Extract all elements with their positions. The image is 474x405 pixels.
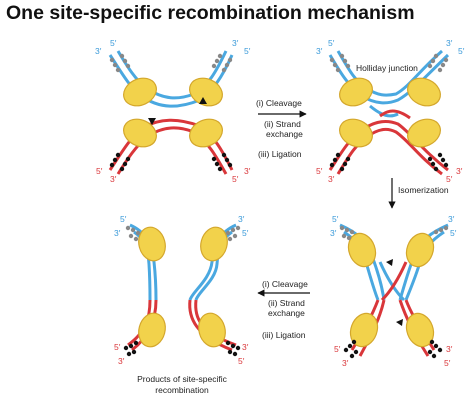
red-end-beads [343,339,443,359]
cleavage-site-marker [148,118,156,125]
blue-end-beads [125,225,241,242]
end-label-3prime: 3′ [110,174,117,184]
holliday-junction-label: Holliday junction [356,63,418,73]
end-label-5prime: 5′ [334,344,341,354]
recombinase-protein [407,118,441,148]
dna-strand-red [379,109,411,120]
end-label-5prime: 5′ [242,228,249,238]
dna-strand-blue [116,50,228,100]
panel-substrates: 3′ 5′ 3′ 5′ 5′ 3′ 5′ 3′ [95,38,251,184]
recombinase-protein [349,312,379,348]
end-label-3prime: 3′ [244,166,251,176]
end-label-5prime: 5′ [96,166,103,176]
end-label-3prime: 3′ [114,228,121,238]
figure-title: One site-specific recombination mechanis… [6,2,415,24]
recombinase-protein [138,312,166,348]
panel-holliday-junction: Holliday junction 3′ 5′ 3′ 5′ 5′ 3′ [316,38,465,184]
end-label-3prime: 3′ [232,38,239,48]
isomerization-arrow: Isomerization [388,178,449,209]
end-label-3prime: 3′ [446,344,453,354]
blue-end-beads [339,225,449,241]
products-caption-line2: recombination [155,385,209,395]
recombinase-protein [198,312,226,348]
cleavage-site-marker [386,259,393,266]
end-label-3prime: 3′ [448,214,455,224]
end-label-3prime: 3′ [316,46,323,56]
red-end-beads [109,152,233,172]
end-label-5prime: 5′ [244,46,251,56]
recombinase-protein [189,118,223,148]
end-label-5prime: 5′ [328,38,335,48]
end-label-3prime: 3′ [118,356,125,366]
panel-isomerized-junction: 5′ 3′ 3′ 5′ 5′ 3′ 3′ 5′ [330,214,457,368]
recombinase-protein [405,232,435,268]
recombinase-protein [123,118,157,148]
recombinase-protein [339,77,373,107]
end-label-3prime: 3′ [456,166,463,176]
end-label-5prime: 5′ [120,214,127,224]
step-label: (ii) Strand [268,298,305,308]
end-label-5prime: 5′ [444,358,451,368]
step-arrow-bottom: (i) Cleavage (ii) Strand exchange (iii) … [257,279,310,340]
recombinase-protein [347,232,377,268]
end-label-3prime: 3′ [330,228,337,238]
recombinase-protein [200,226,228,262]
end-label-5prime: 5′ [316,166,323,176]
dna-strand-red [336,127,443,176]
step-arrow-top: (i) Cleavage (ii) Strand exchange (iii) … [256,98,307,159]
red-end-beads [123,340,241,357]
red-end-beads [329,152,449,172]
end-label-5prime: 5′ [446,174,453,184]
end-label-3prime: 3′ [242,342,249,352]
end-label-3prime: 3′ [446,38,453,48]
recombinase-protein [339,118,373,148]
recombinase-protein [405,312,435,348]
dna-strand-red [108,118,234,171]
step-label: (i) Cleavage [262,279,308,289]
end-label-5prime: 5′ [238,356,245,366]
dna-strand-red [116,126,228,175]
dna-strand-blue [369,104,399,118]
cleavage-site-marker [199,97,207,104]
cleavage-site-marker [396,319,403,326]
step-label: exchange [268,308,305,318]
end-label-3prime: 3′ [238,214,245,224]
step-label: (ii) Strand [264,119,301,129]
recombinase-protein [123,77,157,107]
end-label-5prime: 5′ [450,228,457,238]
end-label-5prime: 5′ [114,342,121,352]
end-label-3prime: 3′ [328,174,335,184]
isomerization-label: Isomerization [398,185,449,195]
blue-end-beads [109,53,233,73]
dna-strand-red [380,261,408,302]
dna-strand-red [188,299,233,352]
step-label: exchange [266,129,303,139]
dna-strand-blue [336,49,443,97]
end-label-5prime: 5′ [332,214,339,224]
step-label: (iii) Ligation [262,330,306,340]
blue-end-beads [329,53,449,73]
recombinase-protein [407,77,441,107]
end-label-5prime: 5′ [110,38,117,48]
panel-products: 5′ 3′ 3′ 5′ 5′ 3′ 3′ 5′ Products of site… [114,214,249,395]
end-label-3prime: 3′ [95,46,102,56]
end-label-3prime: 3′ [342,358,349,368]
recombinase-protein [138,226,166,262]
step-label: (i) Cleavage [256,98,302,108]
products-caption-line1: Products of site-specific [137,374,228,384]
step-label: (iii) Ligation [258,149,302,159]
dna-strand-blue [378,261,406,302]
end-label-5prime: 5′ [458,46,465,56]
end-label-5prime: 5′ [232,174,239,184]
